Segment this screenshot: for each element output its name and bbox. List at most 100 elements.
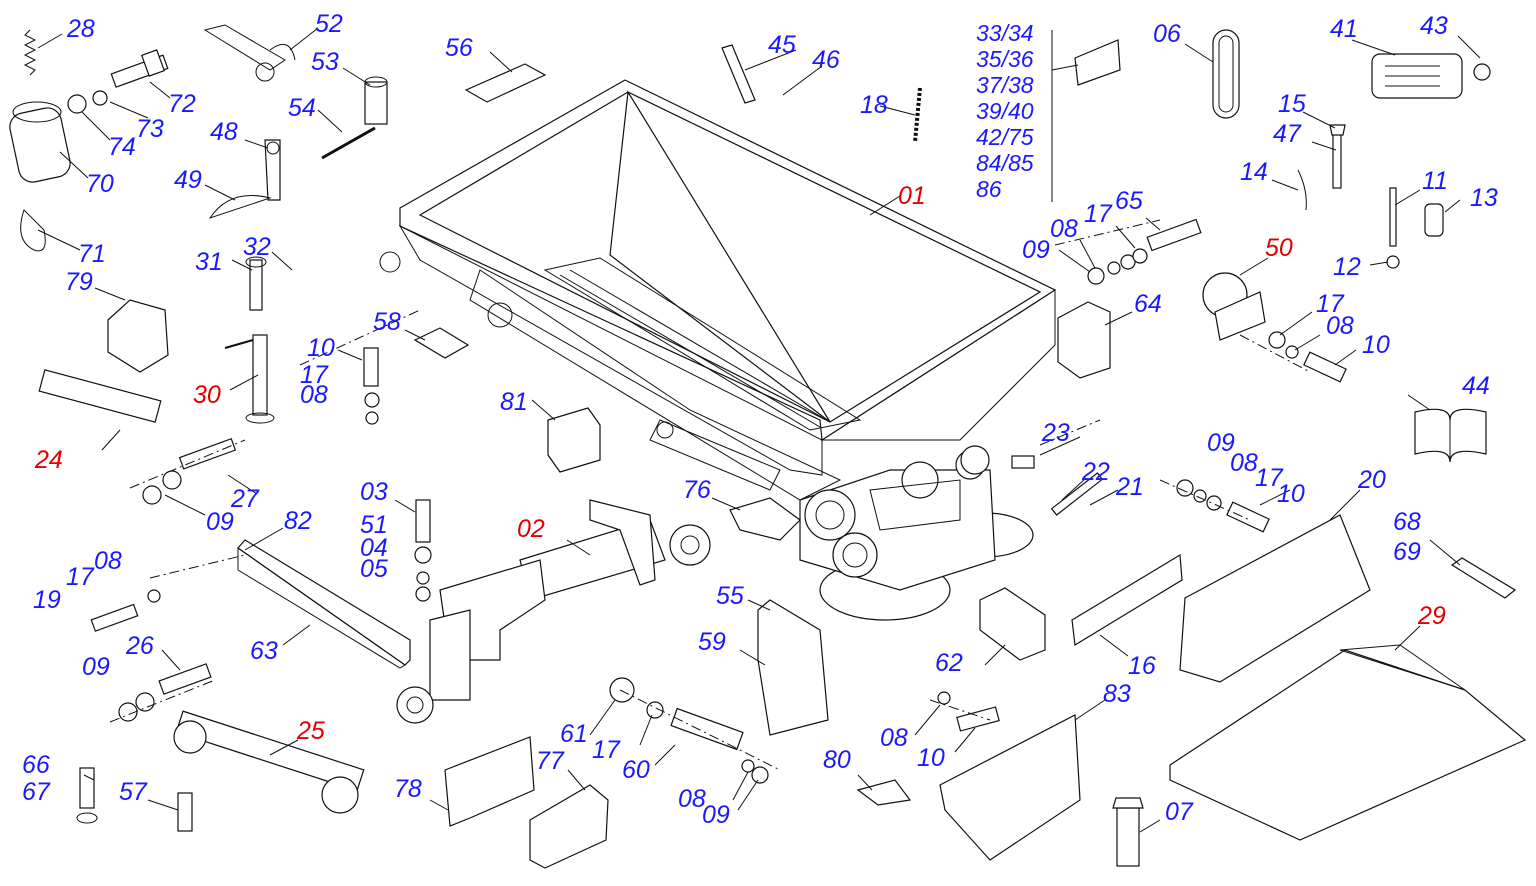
label-56: 56 xyxy=(445,34,473,62)
decal-code-4: 39/40 xyxy=(976,98,1034,124)
decal-code-7: 86 xyxy=(976,176,1002,202)
label-66: 66 xyxy=(22,751,50,779)
label-59: 59 xyxy=(698,628,726,656)
bolt-10d xyxy=(956,706,1000,732)
label-55: 55 xyxy=(716,582,744,610)
label-04: 04 xyxy=(360,534,388,562)
decal-code-5: 42/75 xyxy=(976,124,1034,150)
label-76: 76 xyxy=(683,476,711,504)
nut-74 xyxy=(67,94,87,114)
plate-58 xyxy=(413,327,470,359)
label-64: 64 xyxy=(1134,290,1162,318)
label-05: 05 xyxy=(360,555,388,583)
label-52: 52 xyxy=(315,10,343,38)
label-13: 13 xyxy=(1470,184,1498,212)
label-80: 80 xyxy=(823,746,851,774)
label-21: 21 xyxy=(1116,473,1144,501)
label-26: 26 xyxy=(126,632,154,660)
label-08f: 08 xyxy=(678,785,706,813)
label-23: 23 xyxy=(1042,419,1070,447)
label-08e: 08 xyxy=(94,547,122,575)
washer-17d xyxy=(1206,495,1222,511)
pin-48 xyxy=(264,139,281,201)
pin-54 xyxy=(321,126,376,160)
guard-16 xyxy=(1071,553,1183,646)
pin-21-22 xyxy=(1050,472,1104,516)
label-08b: 08 xyxy=(1050,215,1078,243)
label-31: 31 xyxy=(195,248,223,276)
bracket-64 xyxy=(1057,301,1111,379)
frame-part xyxy=(396,499,711,724)
stand-30 xyxy=(224,334,275,424)
label-81: 81 xyxy=(500,388,528,416)
strip-68 xyxy=(1450,557,1517,599)
label-10b: 10 xyxy=(1362,331,1390,359)
label-17c: 17 xyxy=(1316,290,1344,318)
bracket-80 xyxy=(856,779,912,806)
washer-08a xyxy=(1107,261,1121,275)
washer-08b xyxy=(365,411,379,425)
label-71: 71 xyxy=(78,240,106,268)
label-44: 44 xyxy=(1462,372,1490,400)
shaft-60 xyxy=(670,707,744,751)
label-57: 57 xyxy=(119,778,147,806)
label-09e: 09 xyxy=(702,801,730,829)
spindle-50 xyxy=(1202,272,1266,341)
cable-tie-71 xyxy=(20,209,46,252)
label-02: 02 xyxy=(517,515,545,543)
belt-06 xyxy=(1212,29,1240,119)
cover-77 xyxy=(529,784,609,869)
bearing-61 xyxy=(609,677,635,703)
washer-17b xyxy=(1132,248,1148,264)
label-09: 09 xyxy=(1022,236,1050,264)
label-28: 28 xyxy=(67,15,95,43)
label-46: 46 xyxy=(812,46,840,74)
label-17f: 17 xyxy=(592,736,620,764)
label-63: 63 xyxy=(250,637,278,665)
label-22: 22 xyxy=(1082,458,1110,486)
chain-18 xyxy=(913,87,922,143)
label-09d: 09 xyxy=(82,653,110,681)
bolt-03 xyxy=(415,499,431,543)
label-15: 15 xyxy=(1278,90,1306,118)
label-43: 43 xyxy=(1420,12,1448,40)
label-51: 51 xyxy=(360,511,388,539)
label-19: 19 xyxy=(33,586,61,614)
plate-45 xyxy=(721,44,756,104)
label-78: 78 xyxy=(394,775,422,803)
label-49: 49 xyxy=(174,166,202,194)
nut-05 xyxy=(415,586,431,602)
decal-56 xyxy=(464,63,547,103)
center-lines xyxy=(109,219,1311,771)
bolt-10b xyxy=(1303,351,1347,383)
deflector-29 xyxy=(1169,644,1527,841)
bolt-10c xyxy=(1226,501,1270,533)
bolt-19 xyxy=(90,603,139,632)
label-16: 16 xyxy=(1128,652,1156,680)
label-65: 65 xyxy=(1115,187,1143,215)
manual-44 xyxy=(1414,408,1487,463)
label-08g: 08 xyxy=(880,724,908,752)
washer-08 xyxy=(147,589,161,603)
label-45: 45 xyxy=(768,31,796,59)
label-09c: 09 xyxy=(1207,429,1235,457)
cover-79 xyxy=(107,299,169,373)
guard-83 xyxy=(939,714,1081,861)
bushing-13 xyxy=(1424,203,1444,237)
label-08d: 08 xyxy=(1230,449,1258,477)
label-10: 10 xyxy=(307,334,335,362)
label-09b: 09 xyxy=(206,508,234,536)
bracket-62 xyxy=(979,587,1046,661)
label-25: 25 xyxy=(297,717,325,745)
shaft-24 xyxy=(38,369,162,423)
hopper-part xyxy=(379,79,1057,501)
label-14: 14 xyxy=(1240,158,1268,186)
clip-49 xyxy=(208,195,272,219)
label-10c: 10 xyxy=(1277,480,1305,508)
label-58: 58 xyxy=(373,308,401,336)
bolt-57 xyxy=(177,792,193,832)
pin-15-47 xyxy=(1329,124,1346,189)
plate-78 xyxy=(444,736,535,827)
nut-09e xyxy=(751,766,769,784)
